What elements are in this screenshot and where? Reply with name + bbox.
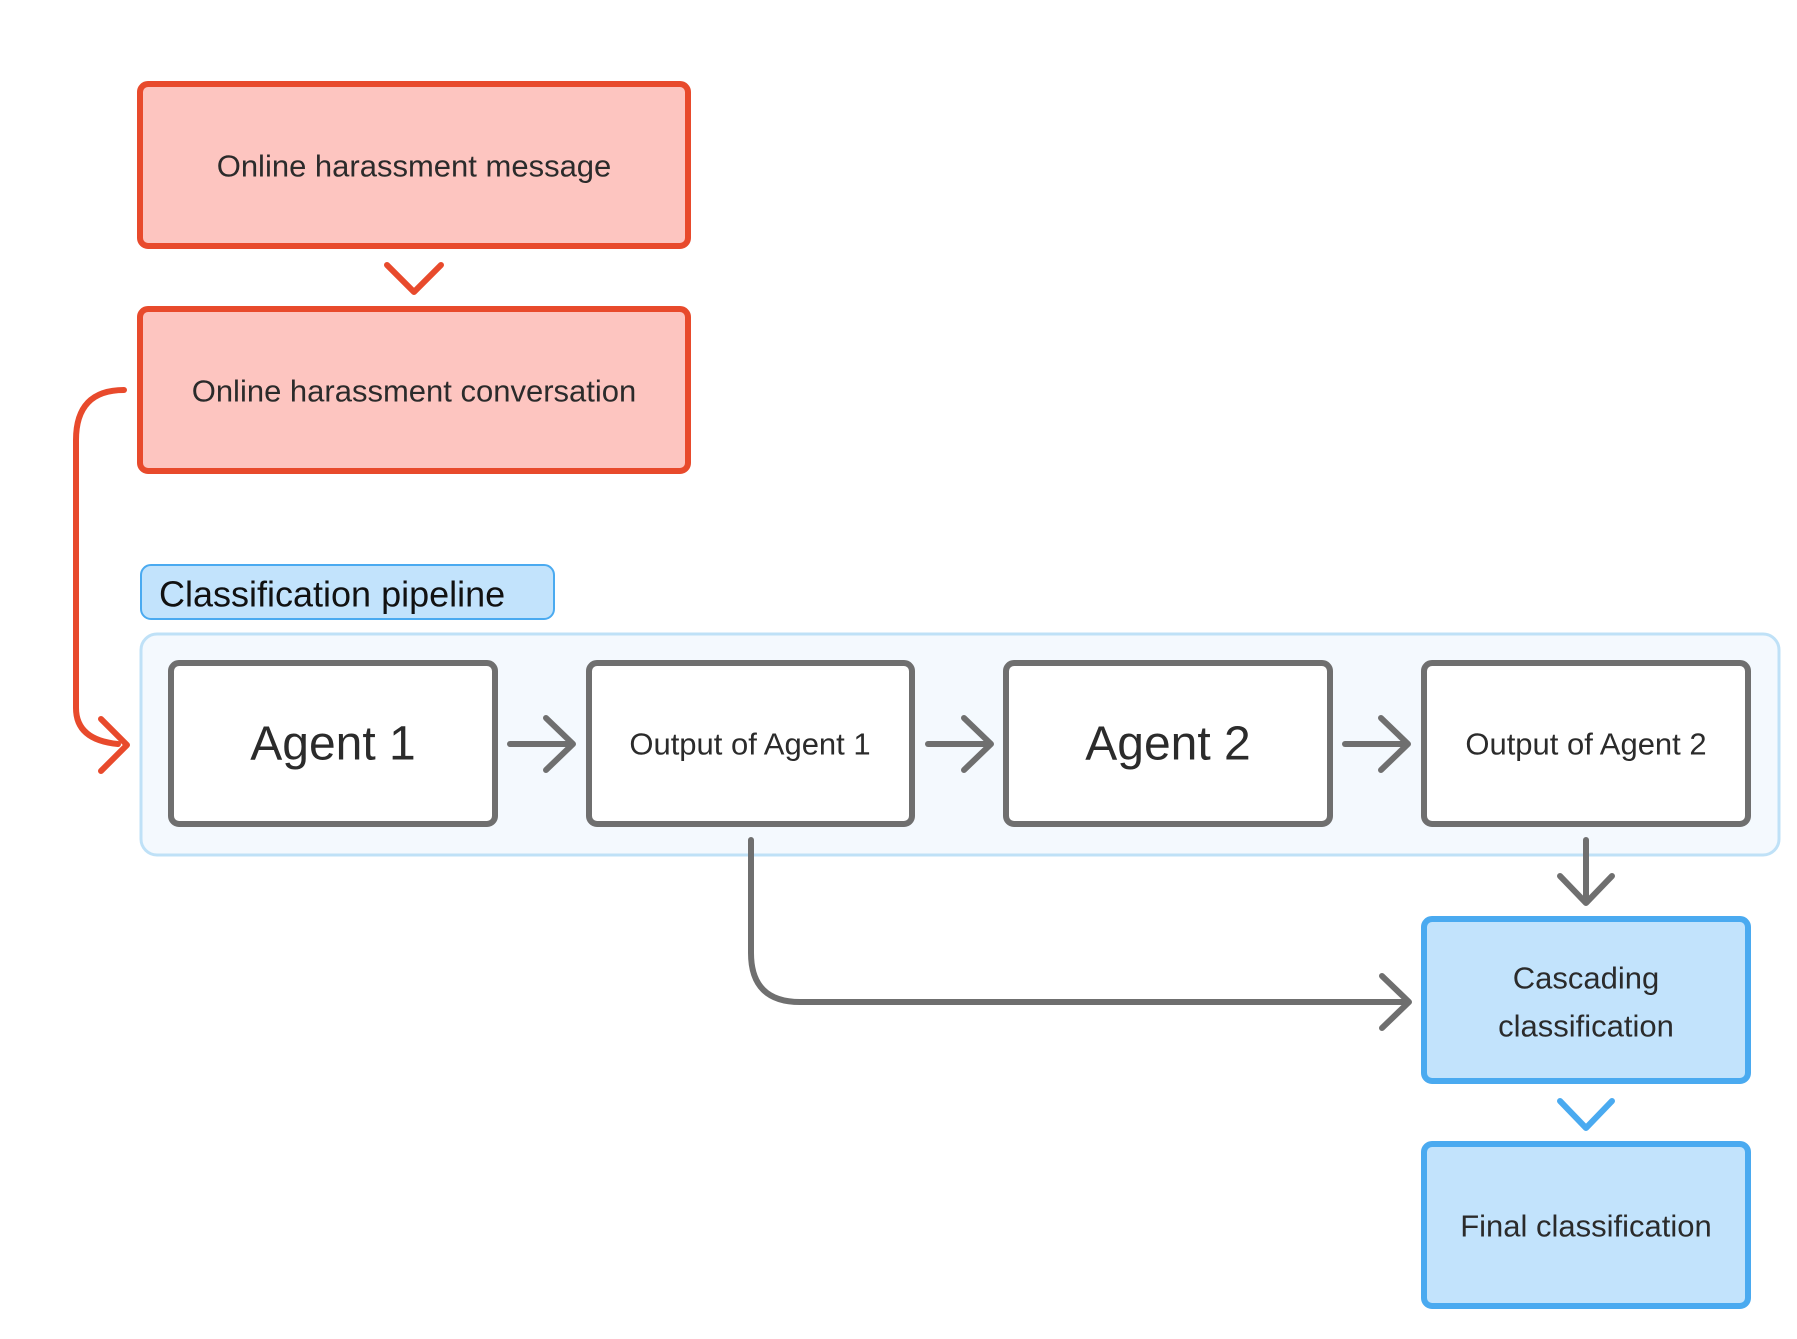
agent1-box: [168, 660, 498, 827]
harassment-conversation-box: [137, 306, 691, 474]
agent2-box: [1003, 660, 1333, 827]
harassment-message-box: [137, 81, 691, 249]
output-agent1-label: Output of Agent 1: [629, 727, 870, 762]
arrow-cascading-to-final: [1557, 1098, 1615, 1131]
arrow-output1-to-cascading: [748, 837, 1412, 1031]
arrow-agent2-to-output2: [1342, 715, 1411, 773]
cascading-classification-box: [1421, 916, 1751, 1084]
pipeline-group-label: Classification pipeline: [159, 574, 505, 615]
arrow-agent1-to-output1: [507, 715, 576, 773]
arrow-into-agent1: [98, 716, 130, 774]
final-classification-label: Final classification: [1460, 1209, 1712, 1244]
arrow-output2-to-cascading: [1557, 837, 1615, 906]
output-agent2-box: [1421, 660, 1751, 827]
output-agent2-label: Output of Agent 2: [1465, 727, 1706, 762]
pipeline-group-label-box: [140, 564, 555, 620]
arrow-message-to-conversation: [384, 262, 444, 295]
arrow-output1-to-agent2: [925, 715, 994, 773]
cascading-label-line2: classification: [1498, 1009, 1674, 1044]
cascading-label-line1: Cascading: [1513, 961, 1659, 996]
final-classification-box: [1421, 1141, 1751, 1309]
harassment-message-label: Online harassment message: [217, 149, 612, 184]
harassment-conversation-label: Online harassment conversation: [192, 374, 637, 409]
agent2-label: Agent 2: [1085, 718, 1250, 771]
agent1-label: Agent 1: [250, 718, 415, 771]
connector-conversation-to-agent1: [73, 387, 127, 747]
output-agent1-box: [586, 660, 915, 827]
